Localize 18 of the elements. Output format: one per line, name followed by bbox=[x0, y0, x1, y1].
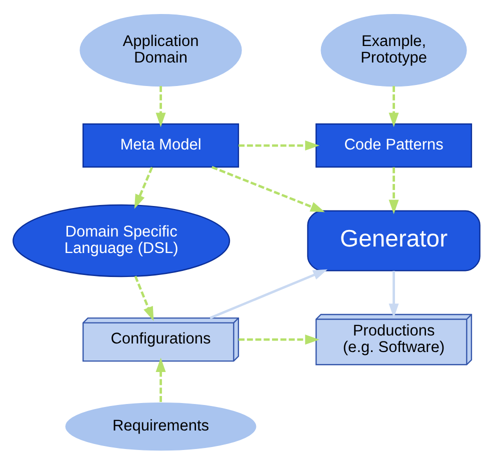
arrow bbox=[238, 334, 320, 344]
node-ellipse: Application Domain bbox=[80, 13, 242, 86]
node-box: Code Patterns bbox=[316, 122, 472, 168]
arrow bbox=[388, 166, 399, 214]
node-ellipse: Requirements bbox=[65, 402, 256, 450]
arrow bbox=[388, 270, 399, 318]
arrow bbox=[134, 166, 154, 208]
arrow bbox=[156, 86, 166, 127]
arrow bbox=[210, 268, 328, 319]
node-box: Generator bbox=[307, 210, 480, 271]
node-box: Meta Model bbox=[82, 122, 240, 168]
arrow bbox=[388, 86, 399, 127]
arrow bbox=[134, 275, 154, 321]
arrow bbox=[211, 165, 325, 212]
node-ellipse: Example, Prototype bbox=[320, 13, 467, 86]
node-ellipse: Domain Specific Language (DSL) bbox=[12, 204, 230, 277]
arrow bbox=[156, 357, 166, 402]
arrow bbox=[238, 140, 320, 150]
